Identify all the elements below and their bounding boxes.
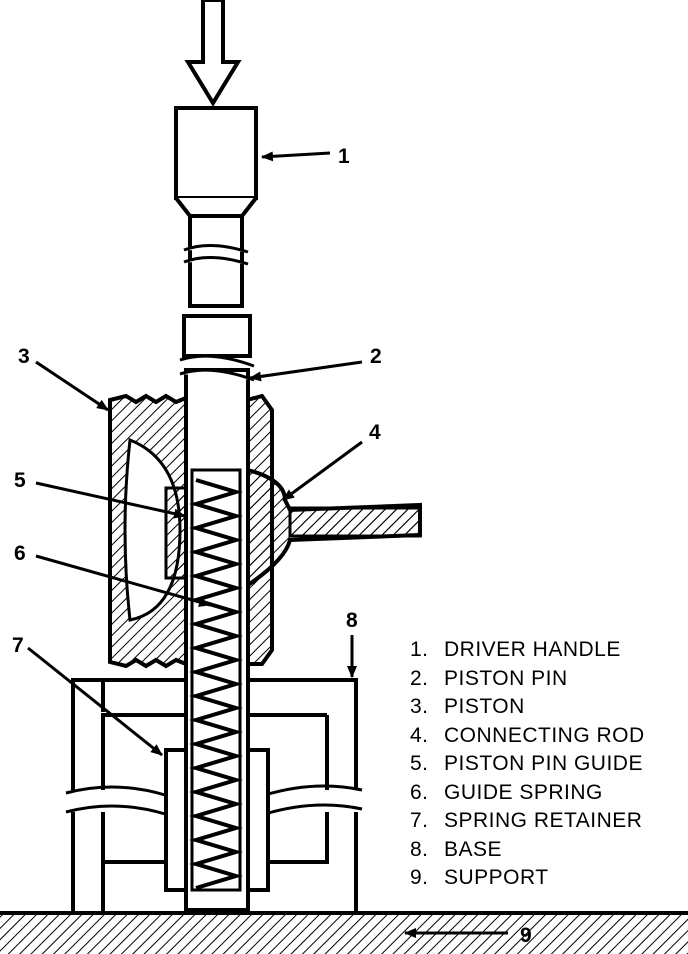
- leader-6: [35, 554, 211, 607]
- callout-1: 1: [338, 145, 350, 168]
- callout-6: 6: [14, 542, 26, 565]
- legend-item: 7.SPRING RETAINER: [410, 809, 643, 832]
- leader-1: [261, 151, 331, 162]
- callout-8: 8: [346, 609, 358, 632]
- leader-7: [27, 646, 163, 757]
- legend-item: 4.CONNECTING ROD: [410, 723, 645, 747]
- legend-item: 2.PISTON PIN: [410, 666, 568, 690]
- callout-9: 9: [520, 924, 532, 947]
- callout-7: 7: [12, 634, 24, 657]
- driver-handle: [174, 106, 258, 358]
- leader-5: [35, 481, 186, 519]
- legend-item: 3.PISTON: [410, 695, 525, 718]
- leader-4: [282, 440, 363, 502]
- callout-2: 2: [370, 345, 382, 368]
- press-force-arrow: [184, 0, 242, 107]
- parts-legend: 1.DRIVER HANDLE 2.PISTON PIN 3.PISTON 4.…: [410, 636, 645, 893]
- legend-item: 5.PISTON PIN GUIDE: [410, 752, 643, 775]
- legend-item: 1.DRIVER HANDLE: [410, 638, 621, 661]
- callout-5: 5: [14, 469, 26, 492]
- guide-spring: [189, 468, 243, 892]
- callout-4: 4: [369, 421, 381, 444]
- leader-3: [35, 360, 109, 412]
- callout-3: 3: [18, 345, 30, 368]
- support: [0, 911, 688, 954]
- spring-retainer: [164, 748, 270, 892]
- legend-item: 6.GUIDE SPRING: [410, 780, 603, 804]
- legend-item: 8.BASE: [410, 837, 503, 861]
- connecting-rod: [246, 467, 422, 589]
- leader-2: [249, 360, 363, 382]
- legend-item: 9.SUPPORT: [410, 866, 549, 889]
